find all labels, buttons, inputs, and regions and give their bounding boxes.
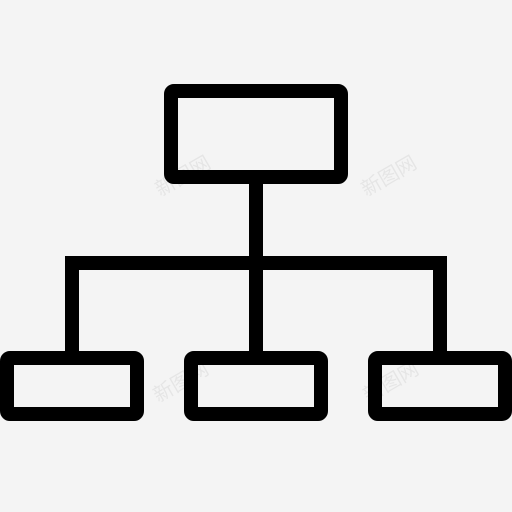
node-boxes — [0, 84, 512, 421]
node-box-root — [164, 84, 348, 184]
node-box-child-left — [0, 351, 144, 421]
node-box-child-right — [368, 351, 512, 421]
node-box-child-middle — [184, 351, 328, 421]
connector-lines — [65, 177, 447, 358]
